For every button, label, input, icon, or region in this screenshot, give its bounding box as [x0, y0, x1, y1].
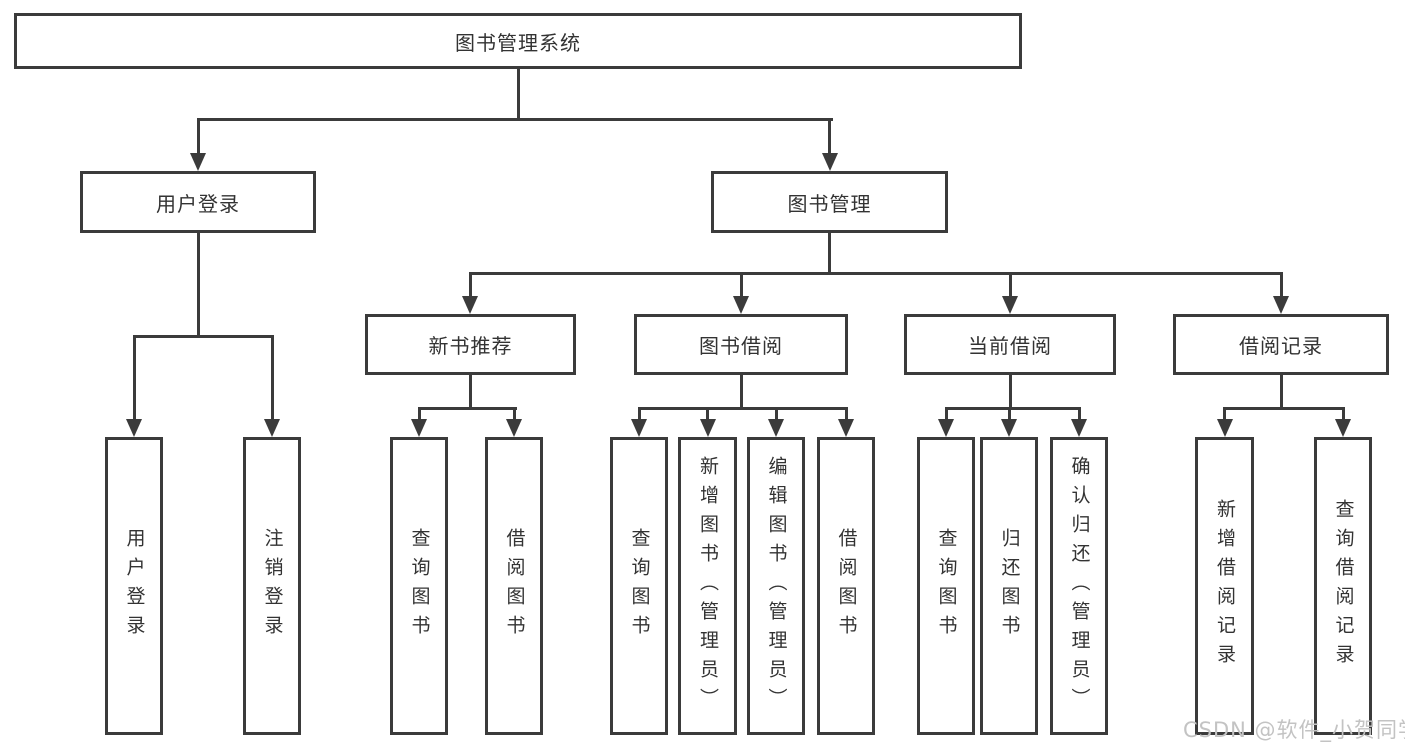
node-book-management: 图书管理 — [711, 171, 948, 233]
leaf-add-borrow-record: 新增借阅记录 — [1195, 437, 1254, 735]
node-book-borrowing: 图书借阅 — [634, 314, 848, 375]
leaf-query-books-3: 查询图书 — [917, 437, 975, 735]
leaf-borrow-books-2: 借阅图书 — [817, 437, 875, 735]
connector-line — [196, 233, 200, 338]
connector-line — [944, 407, 1081, 410]
connector-line — [637, 407, 848, 410]
leaf-confirm-return-admin-label: 确认归还（管理员） — [1068, 455, 1091, 717]
arrowhead-down-icon — [938, 419, 954, 437]
connector-line — [417, 407, 517, 410]
connector-line — [1077, 410, 1081, 419]
arrowhead-down-icon — [506, 419, 522, 437]
arrowhead-down-icon — [699, 419, 716, 437]
node-current-borrowing-label: 当前借阅 — [968, 334, 1052, 358]
leaf-query-books-2: 查询图书 — [610, 437, 668, 735]
arrowhead-down-icon — [126, 419, 142, 437]
connector-line — [828, 118, 831, 153]
arrowhead-down-icon — [768, 419, 784, 437]
leaf-borrow-books-1-label: 借阅图书 — [503, 528, 526, 644]
node-book-management-label: 图书管理 — [787, 191, 872, 216]
connector-line — [270, 338, 274, 419]
leaf-query-borrow-record: 查询借阅记录 — [1314, 437, 1372, 735]
connector-line — [417, 410, 421, 419]
arrowhead-down-icon — [631, 419, 647, 437]
connector-line — [132, 338, 136, 419]
connector-line — [828, 233, 831, 275]
connector-line — [1008, 375, 1012, 410]
connector-line — [944, 410, 948, 419]
leaf-query-books-1-label: 查询图书 — [408, 528, 431, 644]
arrowhead-down-icon — [411, 419, 427, 437]
connector-line — [468, 272, 1283, 275]
leaf-query-books-2-label: 查询图书 — [628, 528, 651, 644]
leaf-confirm-return-admin: 确认归还（管理员） — [1050, 437, 1108, 735]
connector-line — [132, 335, 274, 338]
leaf-add-borrow-record-label: 新增借阅记录 — [1214, 499, 1236, 673]
connector-line — [469, 375, 472, 410]
node-new-book-recommendation: 新书推荐 — [365, 314, 576, 375]
connector-line — [196, 118, 833, 121]
node-new-book-recommendation-label: 新书推荐 — [428, 334, 513, 358]
arrowhead-down-icon — [821, 153, 838, 171]
connector-line — [1279, 275, 1283, 296]
connector-line — [706, 410, 709, 419]
connector-line — [637, 410, 641, 419]
leaf-logout-label: 注销登录 — [261, 528, 284, 644]
node-borrowing-records: 借阅记录 — [1173, 314, 1389, 375]
leaf-add-books-admin: 新增图书（管理员） — [678, 437, 737, 735]
arrowhead-down-icon — [190, 153, 206, 171]
connector-line — [196, 118, 200, 153]
arrowhead-down-icon — [264, 419, 280, 437]
arrowhead-down-icon — [1216, 419, 1233, 437]
leaf-user-login: 用户登录 — [105, 437, 163, 735]
arrowhead-down-icon — [1071, 419, 1087, 437]
leaf-return-books: 归还图书 — [980, 437, 1038, 735]
arrowhead-down-icon — [1335, 419, 1351, 437]
connector-line — [739, 275, 743, 296]
arrowhead-down-icon — [838, 419, 854, 437]
node-user-login-label: 用户登录 — [156, 191, 240, 216]
connector-line — [739, 375, 743, 410]
connector-line — [468, 275, 472, 296]
leaf-borrow-books-1: 借阅图书 — [485, 437, 543, 735]
node-current-borrowing: 当前借阅 — [904, 314, 1116, 375]
node-user-login: 用户登录 — [80, 171, 316, 233]
arrowhead-down-icon — [1001, 419, 1017, 437]
connector-line — [1279, 375, 1283, 410]
connector-line — [516, 69, 520, 121]
connector-line — [1008, 275, 1012, 296]
connector-line — [844, 410, 848, 419]
leaf-query-books-1: 查询图书 — [390, 437, 448, 735]
node-book-borrowing-label: 图书借阅 — [699, 334, 783, 358]
leaf-user-login-label: 用户登录 — [123, 528, 146, 644]
connector-line — [512, 410, 516, 419]
connector-line — [1007, 410, 1011, 419]
connector-line — [1223, 410, 1226, 419]
arrowhead-down-icon — [733, 296, 749, 314]
arrowhead-down-icon — [1273, 296, 1289, 314]
connector-line — [1341, 410, 1345, 419]
leaf-query-books-3-label: 查询图书 — [935, 528, 958, 644]
node-root-label: 图书管理系统 — [455, 30, 581, 55]
leaf-return-books-label: 归还图书 — [998, 528, 1021, 644]
arrowhead-down-icon — [1002, 296, 1018, 314]
leaf-borrow-books-2-label: 借阅图书 — [835, 528, 858, 644]
connector-line — [774, 410, 778, 419]
leaf-edit-books-admin: 编辑图书（管理员） — [747, 437, 805, 735]
node-root: 图书管理系统 — [14, 13, 1022, 69]
leaf-edit-books-admin-label: 编辑图书（管理员） — [765, 455, 788, 717]
leaf-query-borrow-record-label: 查询借阅记录 — [1332, 499, 1355, 673]
csdn-watermark: CSDN @软件_小贺同学 — [1183, 718, 1405, 742]
leaf-logout: 注销登录 — [243, 437, 301, 735]
leaf-add-books-admin-label: 新增图书（管理员） — [697, 455, 719, 717]
arrowhead-down-icon — [462, 296, 478, 314]
node-borrowing-records-label: 借阅记录 — [1239, 334, 1323, 358]
connector-line — [1223, 407, 1345, 410]
